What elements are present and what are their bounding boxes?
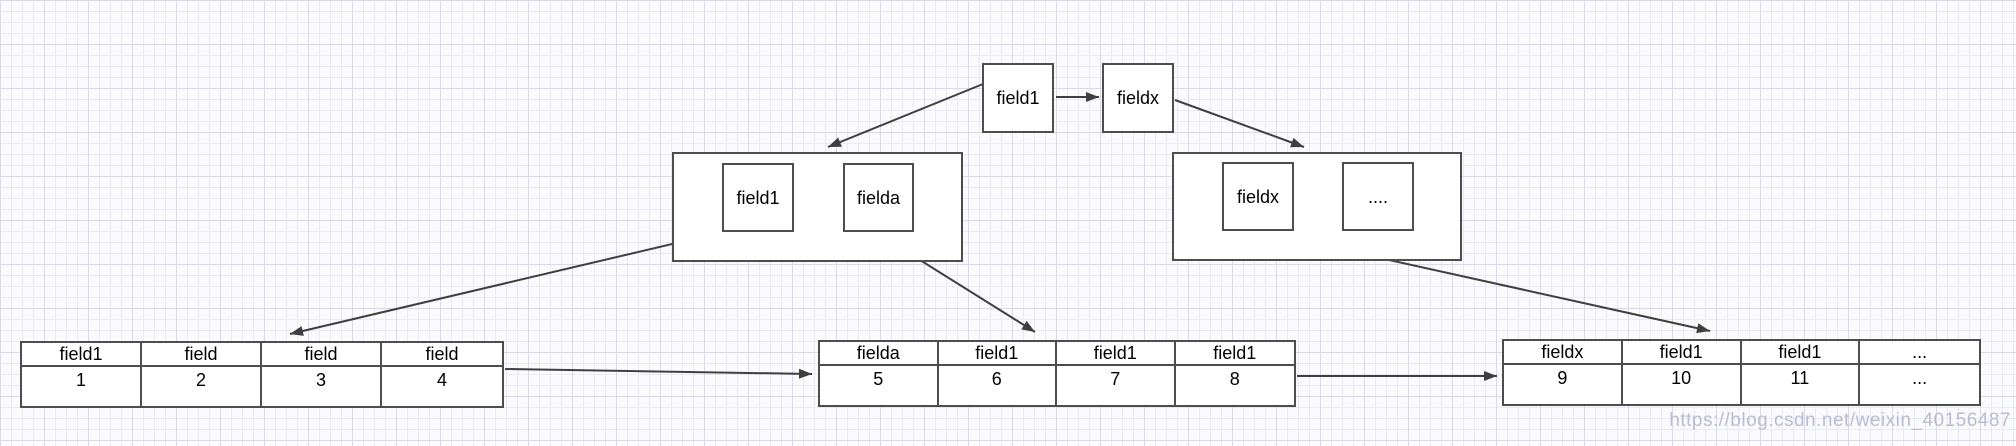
table-value-cell: ...	[1912, 368, 1928, 388]
table-header-cell: field1	[938, 342, 1057, 366]
table-value-cell: 7	[1057, 366, 1176, 405]
branch-left-node-field1: field1	[722, 163, 794, 232]
table-header-cell: field1	[1622, 341, 1742, 365]
table-header-cell: field	[262, 343, 382, 367]
root-node-field1: field1	[982, 63, 1054, 133]
table-value-cell: 2	[142, 367, 262, 406]
table-value-cell: 5	[820, 366, 939, 405]
table-value-cell: 11	[1742, 365, 1861, 404]
table-header-cell: fielda	[820, 342, 939, 366]
leaf-table-2: fielda field1 field1 field1 5 6 7 8	[818, 340, 1296, 407]
table-header-cell: fieldx	[1504, 341, 1623, 365]
table-value-cell: 6	[939, 366, 1057, 405]
table-value-cell: 10	[1623, 365, 1742, 404]
leaf-table-3: fieldx field1 field1 ... 9 10 11 ...	[1502, 339, 1981, 406]
branch-right-group	[1172, 152, 1462, 261]
table-header-cell: field1	[1057, 342, 1176, 366]
leaf-table-1: field1 field field field 1 2 3 4	[20, 341, 504, 408]
table-value-cell: 1	[22, 367, 142, 406]
table-header-cell: field1	[1175, 342, 1294, 366]
branch-right-node-fieldx: fieldx	[1222, 162, 1294, 231]
table-value-cell: 3	[262, 367, 382, 406]
table-value-cell: 4	[436, 370, 447, 390]
table-header-cell: field	[382, 343, 502, 367]
branch-left-group	[672, 152, 963, 262]
branch-right-node-dots: ....	[1342, 162, 1414, 231]
table-header-cell: field1	[22, 343, 142, 367]
root-node-fieldx: fieldx	[1102, 63, 1174, 133]
table-header-cell: field1	[1741, 341, 1861, 365]
table-value-cell: 8	[1229, 369, 1240, 389]
watermark: https://blog.csdn.net/weixin_40156487	[1669, 410, 2011, 431]
branch-left-node-fielda: fielda	[843, 163, 914, 232]
table-header-cell: field	[142, 343, 262, 367]
table-value-cell: 9	[1504, 365, 1623, 404]
table-header-cell: ...	[1860, 341, 1979, 365]
